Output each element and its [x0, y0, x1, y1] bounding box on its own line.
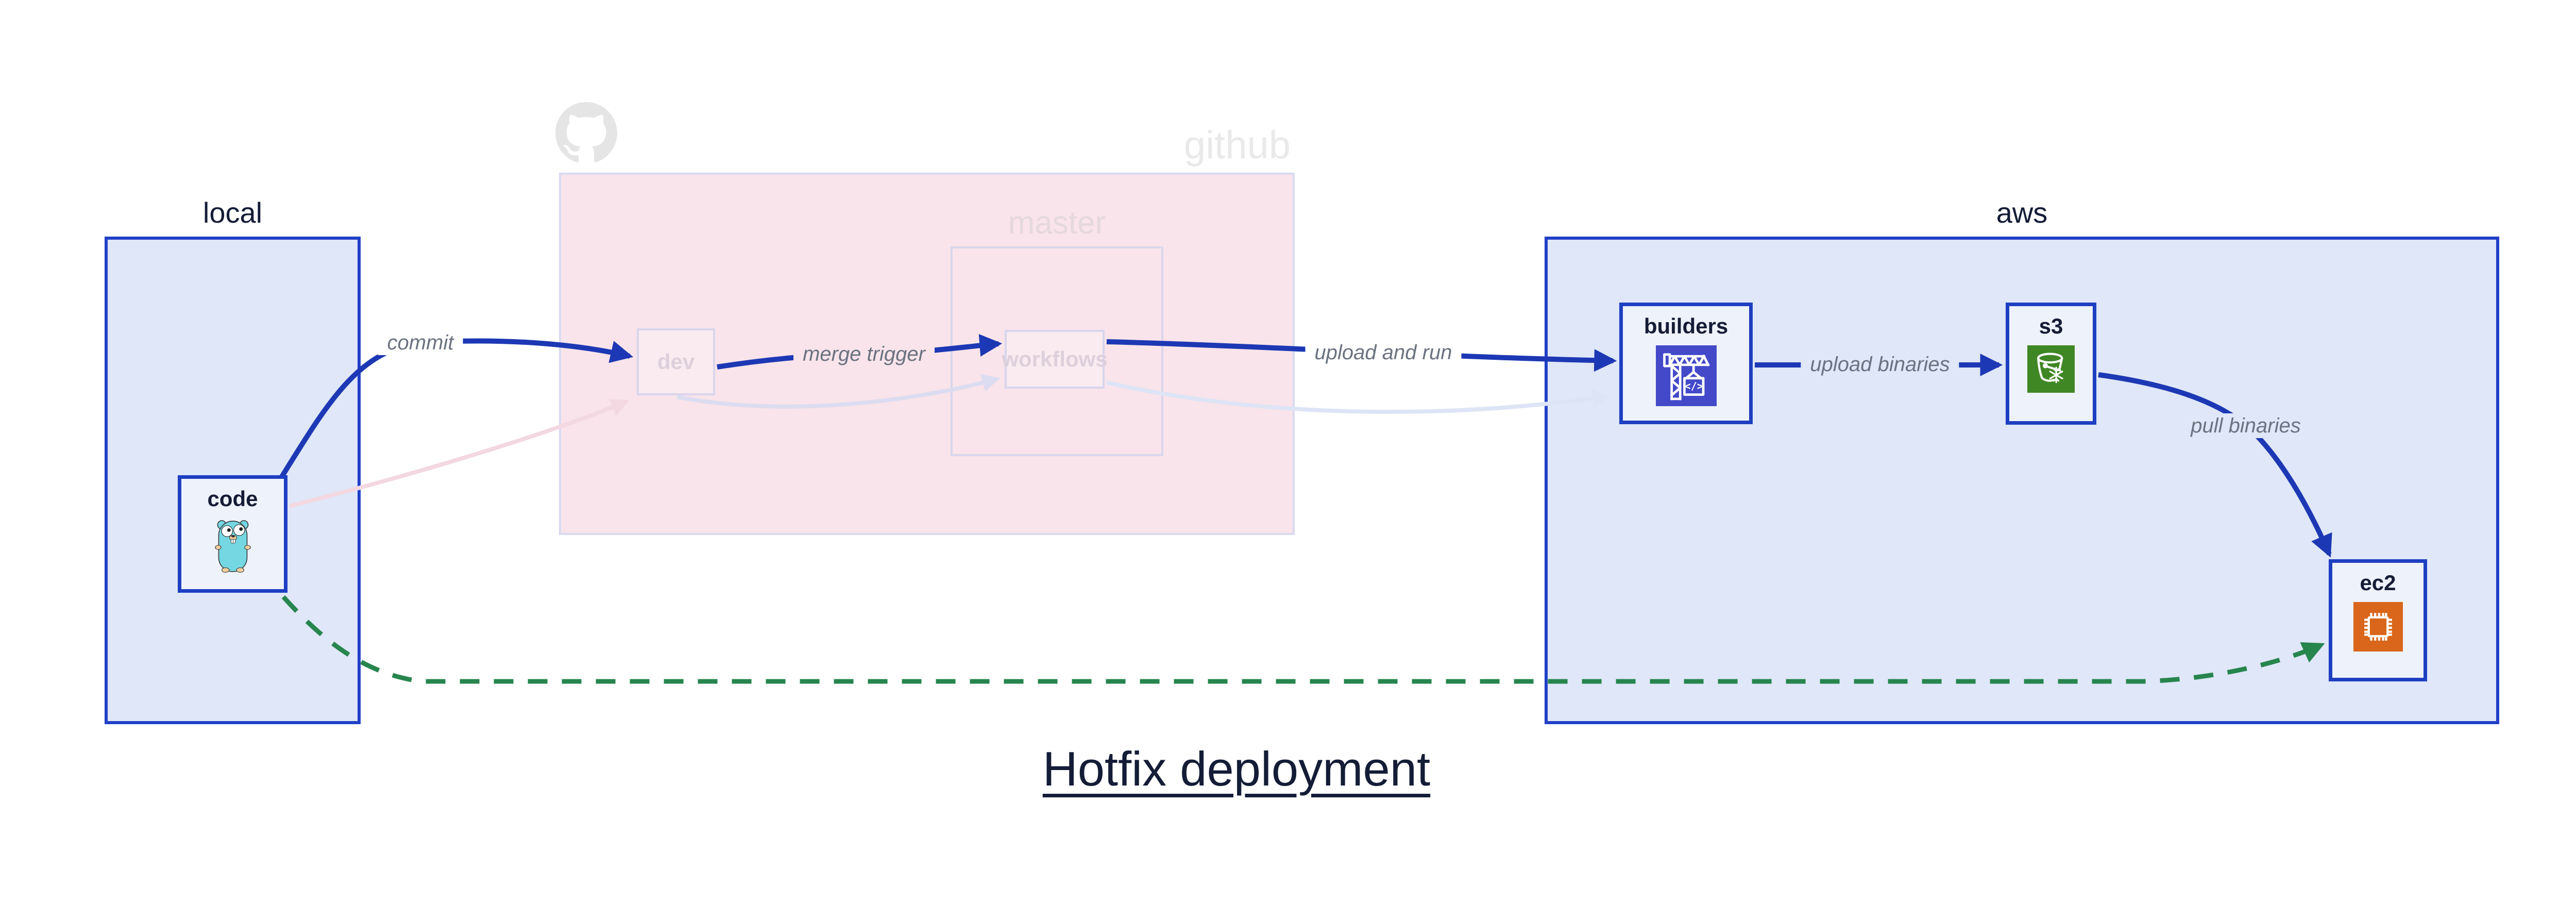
diagram-title: Hotfix deployment [1042, 742, 1431, 796]
node-workflows-label: workflows [1002, 346, 1108, 371]
node-builders-label: builders [1643, 314, 1728, 338]
edge-label-commit: commit [378, 330, 463, 355]
edge-pull-binaries-arrow [2098, 372, 2332, 558]
node-code: code [178, 475, 287, 593]
svg-text:</>: </> [1684, 380, 1703, 392]
github-container-label: github [1183, 123, 1291, 167]
aws-container-label: aws [1996, 196, 2048, 229]
node-s3: s3 [2006, 303, 2096, 425]
node-builders: builders </> [1619, 303, 1753, 424]
local-container-label: local [202, 196, 263, 229]
ghost-edge-workflows-to-builders [1106, 380, 1611, 414]
edge-hotfix-dashed-arrow [281, 595, 2325, 684]
master-container-label: master [1008, 205, 1106, 241]
node-s3-label: s3 [2039, 314, 2063, 338]
master-container-box [951, 246, 1163, 456]
node-ec2: ec2 [2329, 559, 2427, 681]
go-gopher-icon [214, 520, 251, 573]
edge-label-upload-and-run: upload and run [1305, 340, 1462, 365]
node-workflows: workflows [1002, 330, 1108, 389]
github-octocat-icon [555, 102, 617, 163]
ghost-edge-dev-to-workflows [676, 374, 1001, 409]
edge-label-pull-binaries: pull binaries [2181, 413, 2310, 438]
node-dev: dev [637, 328, 715, 395]
node-code-label: code [207, 487, 258, 511]
edge-label-merge-trigger: merge trigger [793, 342, 935, 366]
ghost-edge-code-to-dev [289, 398, 630, 508]
aws-s3-glacier-icon [2027, 345, 2075, 393]
aws-ec2-icon [2353, 602, 2403, 652]
aws-codebuild-icon: </> [1655, 345, 1717, 407]
node-dev-label: dev [657, 349, 695, 374]
edge-commit-arrow [278, 338, 634, 480]
edge-label-upload-binaries: upload binaries [1801, 352, 1959, 377]
node-ec2-label: ec2 [2360, 571, 2396, 595]
